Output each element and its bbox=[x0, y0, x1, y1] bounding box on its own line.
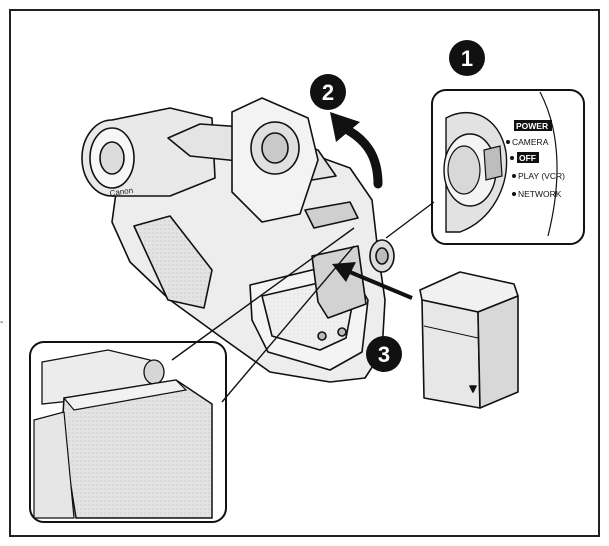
step-1-number: 1 bbox=[461, 46, 473, 71]
power-callout-line bbox=[385, 201, 435, 239]
mode-network-label: NETWORK bbox=[518, 189, 562, 199]
step-3-marker: 3 bbox=[366, 336, 402, 372]
brand-logo-text: Canon bbox=[109, 186, 134, 198]
mode-play-label: PLAY (VCR) bbox=[518, 171, 565, 181]
battery-pack bbox=[419, 271, 519, 409]
battery-callout-line-lower bbox=[221, 245, 355, 403]
rotate-viewfinder-arrow bbox=[330, 112, 383, 189]
power-switch-inset: POWER CAMERA OFF PLAY (VCR) NETWORK bbox=[431, 89, 585, 245]
side-mark: - bbox=[0, 317, 4, 328]
step-2-number: 2 bbox=[322, 80, 334, 105]
step-1-marker: 1 bbox=[449, 40, 485, 76]
step-2-marker: 2 bbox=[310, 74, 346, 110]
mode-camera-label: CAMERA bbox=[512, 137, 549, 147]
battery-insert-arrow bbox=[332, 262, 413, 300]
camcorder-illustration: Canon bbox=[81, 97, 395, 383]
step-3-number: 3 bbox=[378, 342, 390, 367]
battery-attached-inset bbox=[29, 341, 227, 523]
battery-callout-line-upper bbox=[171, 227, 355, 361]
mode-off-label: OFF bbox=[519, 153, 536, 163]
power-label: POWER bbox=[516, 121, 548, 131]
